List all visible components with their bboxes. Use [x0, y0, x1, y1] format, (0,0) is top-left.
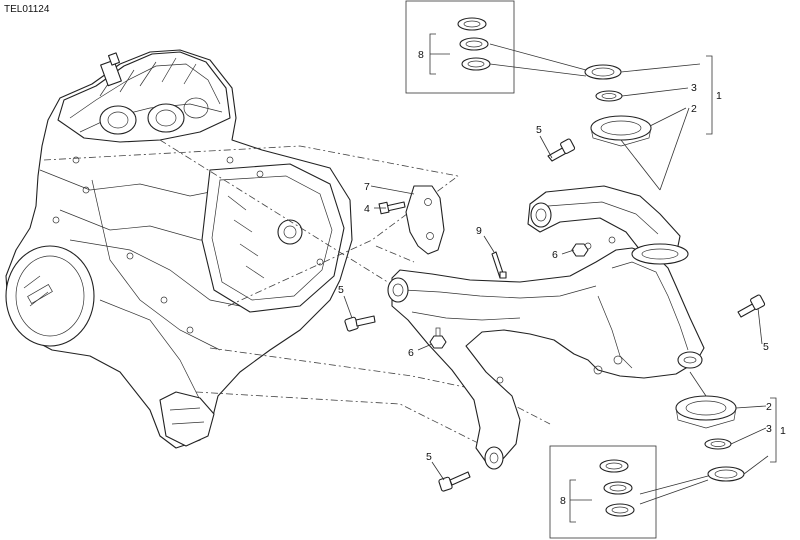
callout-8-bottom: 8	[560, 495, 566, 507]
callout-1-bottom: 1	[780, 425, 786, 437]
callout-6-low: 6	[408, 347, 414, 359]
callout-5-bottom: 5	[426, 451, 432, 463]
top-bearing-stack	[584, 64, 652, 147]
callout-8-top: 8	[418, 49, 424, 61]
callout-3-bottom: 3	[766, 423, 772, 435]
callout-2-top: 2	[691, 103, 697, 115]
callout-1-top: 1	[716, 90, 722, 102]
detail-box-top	[405, 0, 515, 94]
detail-box-bottom	[549, 445, 657, 539]
callout-4: 4	[364, 203, 370, 215]
bracket-part	[405, 185, 445, 255]
nut-6-low	[429, 327, 447, 349]
frame-bracket	[387, 185, 705, 470]
callout-labels: 1 2 3 5 7 4 9 6 5 6 5 2 3 1 5 8 8	[338, 49, 786, 507]
nut-6-mid	[571, 243, 589, 257]
leader-lines	[343, 43, 777, 505]
callout-7: 7	[364, 181, 370, 193]
engine-assembly	[5, 49, 353, 449]
callout-6-mid: 6	[552, 249, 558, 261]
callout-5-top: 5	[536, 124, 542, 136]
callout-9: 9	[476, 225, 482, 237]
bolt-5-bottom	[438, 471, 471, 492]
callout-2-bottom: 2	[766, 401, 772, 413]
diagram-code: TEL01124	[4, 4, 50, 15]
callout-3-top: 3	[691, 82, 697, 94]
callout-5-right: 5	[763, 341, 769, 353]
bolt-5-left	[344, 315, 376, 332]
bolt-5-right	[737, 294, 766, 318]
bottom-bearing-stack	[675, 395, 745, 482]
stud-9	[491, 251, 507, 279]
bolt-5-top	[547, 138, 576, 162]
callout-5-left: 5	[338, 284, 344, 296]
